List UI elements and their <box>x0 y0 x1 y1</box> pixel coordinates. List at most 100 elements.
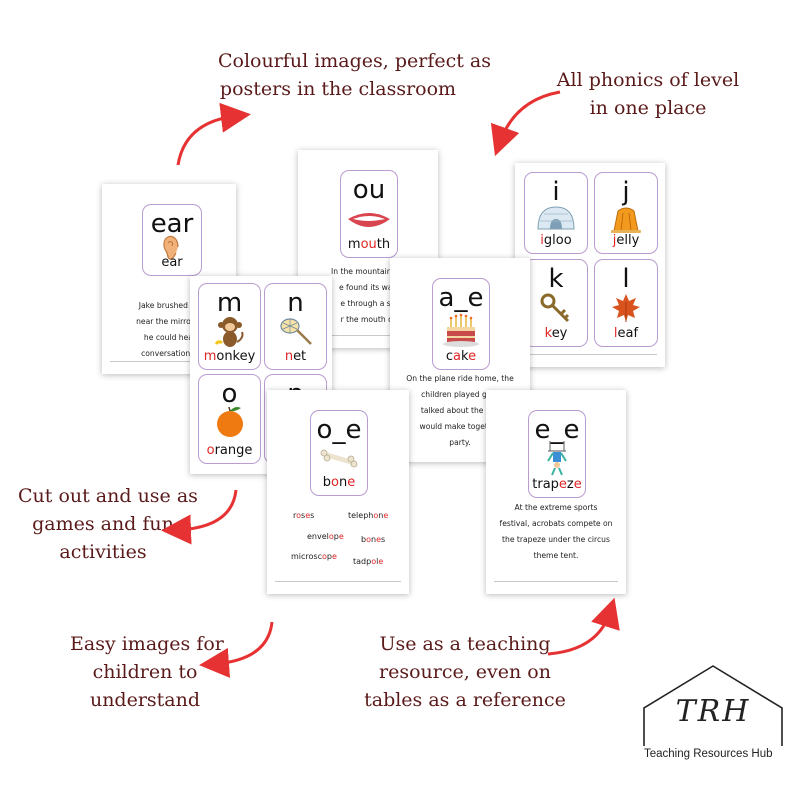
word-part: z <box>566 477 574 492</box>
word-part: b <box>322 475 332 490</box>
sheet-letters-ijkl: i igloo j jelly k key l leaf <box>515 163 665 367</box>
key-icon <box>540 293 570 323</box>
sentence-line: he could hear <box>143 333 197 342</box>
word-part-highlight: o <box>366 535 371 544</box>
sentence-line: the trapeze under the circus <box>502 535 610 544</box>
sentence-line: children played gam <box>421 390 499 399</box>
word-list-item: tadpole <box>353 557 383 566</box>
word-part: tadp <box>353 557 372 566</box>
arrow-top-left <box>176 102 251 166</box>
footer-line <box>110 361 228 362</box>
sentence-line: party. <box>449 438 471 447</box>
letter: j <box>622 177 630 207</box>
word-part: eaf <box>617 326 639 341</box>
word-part: n <box>370 535 377 544</box>
card-ear: ear ear <box>142 204 202 276</box>
logo-name: Teaching Resources Hub <box>644 748 773 760</box>
word-list-item: microscope <box>291 552 337 561</box>
word-part: elly <box>616 233 640 248</box>
sentence-line: festival, acrobats compete on <box>499 519 613 528</box>
card-n: n net <box>264 283 327 370</box>
logo: TRH Teaching Resources Hub <box>640 660 786 770</box>
word-part-highlight: k <box>544 326 552 341</box>
word-part-highlight: e <box>376 535 381 544</box>
footer-line <box>275 581 401 582</box>
sentence-line: r the mouth of <box>340 315 396 324</box>
card-k: k key <box>524 259 588 347</box>
word-part-highlight: e <box>347 475 356 490</box>
word-list-item: bones <box>361 535 385 544</box>
word-part-highlight: o <box>371 557 377 566</box>
word-part-highlight: o <box>322 552 327 561</box>
logo-initials: TRH <box>675 694 751 729</box>
sentence: On the plane ride home, the children pla… <box>396 371 524 451</box>
word-label: cake <box>433 349 489 365</box>
word-part: th <box>376 237 391 252</box>
word-part-highlight: o <box>373 511 379 520</box>
letter: k <box>548 264 564 294</box>
word-part: trap <box>532 477 559 492</box>
word-part: c <box>445 349 454 364</box>
word-part: n <box>378 511 384 520</box>
word-label: jelly <box>595 233 657 249</box>
letter: n <box>287 288 304 318</box>
card-m: m monkey <box>198 283 261 370</box>
word-part-highlight: o <box>206 443 215 458</box>
sentence-line: would make together <box>419 422 501 431</box>
card-a-e: a_e cake <box>432 278 490 370</box>
word-part: l <box>376 557 379 566</box>
word-part: p <box>333 532 339 541</box>
caption-line: Colourful images, perfect as <box>218 50 492 72</box>
caption-line: Easy images for <box>70 633 224 655</box>
word-label: ear <box>161 255 183 270</box>
caption-top-right: All phonics of level in one place <box>548 66 748 122</box>
word-part-highlight: e <box>383 511 389 520</box>
caption-line: games and fun <box>32 513 174 535</box>
word-part-highlight: e <box>468 349 477 364</box>
caption-mid-left: Cut out and use as games and fun activit… <box>18 482 198 566</box>
footer-line <box>523 354 657 355</box>
arrow-bottom-right <box>547 597 620 656</box>
footer-line <box>306 335 430 336</box>
word-list-item: telephone <box>348 511 388 520</box>
word-part: teleph <box>348 511 374 520</box>
letter: i <box>552 177 560 207</box>
word-label: net <box>265 349 326 365</box>
word-label: trapeze <box>529 477 585 493</box>
caption-top-center: Colourful images, perfect as posters in … <box>218 47 492 103</box>
sentence: At the extreme sports festival, acrobats… <box>490 500 622 564</box>
sentence: Jake brushed his near the mirror to he c… <box>110 298 230 362</box>
word-part-highlight: o <box>331 475 339 490</box>
word-part-highlight: e <box>558 477 567 492</box>
word-part-highlight: o <box>296 511 302 520</box>
jelly-icon <box>611 207 641 233</box>
footer-line <box>494 581 618 582</box>
sentence-line: In the mountainous <box>331 267 405 276</box>
orange-icon <box>216 406 243 437</box>
letter: l <box>622 264 630 294</box>
sheet-a-e: a_e cake On the plane ride home, the chi… <box>390 258 530 462</box>
sentence-line: On the plane ride home, the <box>406 374 514 383</box>
word-part: envel <box>307 532 329 541</box>
logo-house-icon <box>643 665 783 746</box>
word-part-highlight: a <box>453 349 462 364</box>
word-part: microsc <box>291 552 322 561</box>
word-part-highlight: e <box>331 552 337 561</box>
caption-line: in one place <box>589 97 707 119</box>
word-label: monkey <box>199 349 260 365</box>
word-part: range <box>214 443 253 458</box>
caption-line: activities <box>59 541 147 563</box>
sentence-line: At the extreme sports <box>514 503 598 512</box>
sheet-e-e: e_e trapeze At the extreme sports festiv… <box>486 390 626 594</box>
caption-line: Cut out and use as <box>18 485 198 507</box>
grapheme: e_e <box>534 415 580 445</box>
sentence-line: talked about the cak <box>420 406 500 415</box>
word-part: ey <box>551 326 568 341</box>
caption-line: understand <box>89 689 201 711</box>
word-label: igloo <box>525 233 587 249</box>
word-part-highlight: e <box>573 477 582 492</box>
word-part: m <box>347 237 361 252</box>
letter: m <box>216 288 243 318</box>
sentence-line: e found its way <box>338 283 398 292</box>
word-label: bone <box>311 475 367 491</box>
